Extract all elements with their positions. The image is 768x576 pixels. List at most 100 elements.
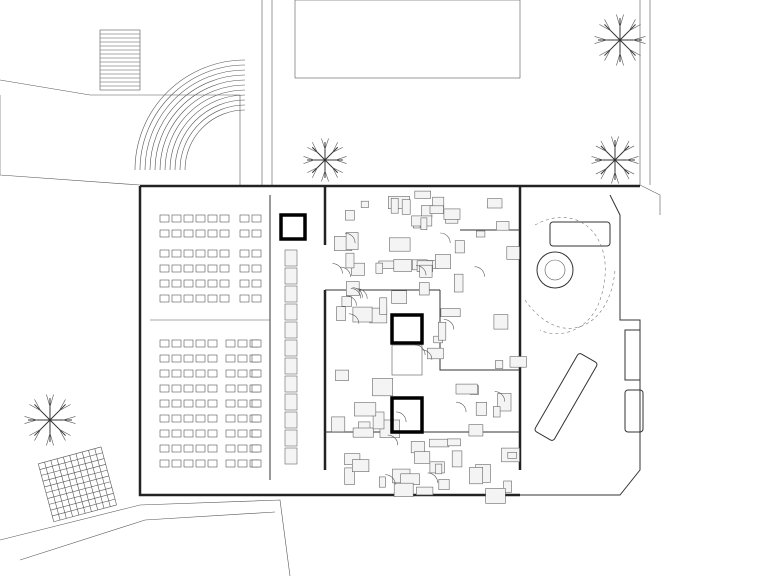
amphitheater-step <box>169 94 246 171</box>
dining-table <box>207 294 218 303</box>
dining-table <box>183 264 194 273</box>
dining-table <box>237 354 248 363</box>
tree-icon <box>303 138 347 182</box>
dining-table <box>159 399 170 408</box>
tree-twig <box>629 49 636 61</box>
elevator-1 <box>279 213 307 241</box>
dining-table <box>171 279 182 288</box>
amphitheater-step <box>144 69 246 171</box>
tree-twig <box>59 399 66 411</box>
dining-table <box>225 399 236 408</box>
kitchen-fixture <box>485 488 506 504</box>
dining-table <box>195 384 206 393</box>
tree-branch <box>311 146 326 161</box>
site-boundary-right <box>639 0 661 215</box>
tree-twig <box>614 136 619 149</box>
dining-table <box>219 279 230 288</box>
kitchen-fixture <box>354 402 377 417</box>
hatch-line <box>75 453 92 512</box>
tree-twig <box>599 49 611 56</box>
dining-table <box>171 214 182 223</box>
dining-table <box>219 214 230 223</box>
tree-branch <box>614 159 630 175</box>
tree-twig <box>633 36 646 41</box>
kitchen-fixture <box>507 451 517 459</box>
dining-table <box>251 384 262 393</box>
amphitheater-step <box>159 84 246 171</box>
dining-table <box>159 354 170 363</box>
tree-branch <box>324 146 339 161</box>
dining-table <box>219 229 230 238</box>
tree-twig <box>594 39 607 44</box>
counter-unit <box>284 249 298 267</box>
tree-twig <box>29 404 41 411</box>
dining-table <box>225 369 236 378</box>
tree-twig <box>591 159 604 164</box>
kitchen-fixture <box>414 190 431 199</box>
tree-twig <box>335 156 347 161</box>
dining-table <box>183 229 194 238</box>
dining-table <box>237 429 248 438</box>
sports-field <box>294 0 521 79</box>
kitchen-fixture <box>492 406 501 418</box>
kitchen-fixture <box>497 393 512 412</box>
tree-twig <box>629 19 636 31</box>
kitchen-fixture <box>503 480 512 493</box>
tree-twig <box>604 19 611 31</box>
dining-table <box>159 264 170 273</box>
turntable-inner <box>544 259 566 281</box>
tree-twig <box>633 39 646 44</box>
exterior-grid-pavement <box>37 446 117 523</box>
hatch-line <box>100 446 117 505</box>
tree-twig <box>29 429 41 436</box>
tree-branch <box>614 145 630 161</box>
dining-table <box>251 354 262 363</box>
kitchen-fixture <box>435 463 443 475</box>
dining-table <box>159 294 170 303</box>
door-swing <box>396 411 407 423</box>
kitchen-fixture <box>420 217 428 230</box>
dining-table <box>251 214 262 223</box>
tree-twig <box>595 168 607 175</box>
parked-car-2 <box>624 389 644 433</box>
truck <box>534 353 598 441</box>
amphitheater-step <box>179 104 246 171</box>
dining-table <box>171 384 182 393</box>
kitchen-fixture <box>352 427 374 438</box>
tree-branch <box>600 159 616 175</box>
dining-table <box>207 339 218 348</box>
kitchen-fixture <box>440 308 461 318</box>
dining-table <box>251 279 262 288</box>
dining-table <box>195 339 206 348</box>
hatch-line <box>45 475 109 494</box>
door-swing <box>415 344 426 355</box>
tree-branch <box>49 404 66 421</box>
kitchen-fixture <box>438 479 450 490</box>
tree-twig <box>332 167 338 178</box>
service-yard <box>524 217 644 441</box>
dining-table <box>207 384 218 393</box>
tree-twig <box>623 140 630 152</box>
dining-table <box>225 429 236 438</box>
tree-twig <box>312 142 318 153</box>
path-lines-2 <box>19 511 276 561</box>
dining-table <box>195 399 206 408</box>
dining-table <box>171 414 182 423</box>
dining-table <box>195 279 206 288</box>
tree-twig <box>24 419 37 424</box>
dining-table <box>171 444 182 453</box>
tree-branch <box>324 159 339 174</box>
dining-table <box>237 459 248 468</box>
dining-table <box>251 229 262 238</box>
tree-twig <box>594 36 607 41</box>
tree-twig <box>616 53 621 66</box>
dining-table <box>207 249 218 258</box>
tree-twig <box>303 156 315 161</box>
dining-table <box>251 264 262 273</box>
tree-branch <box>49 419 66 436</box>
dining-table <box>207 414 218 423</box>
counter-unit <box>284 303 298 321</box>
dining-table <box>159 249 170 258</box>
tree-twig <box>611 171 616 184</box>
